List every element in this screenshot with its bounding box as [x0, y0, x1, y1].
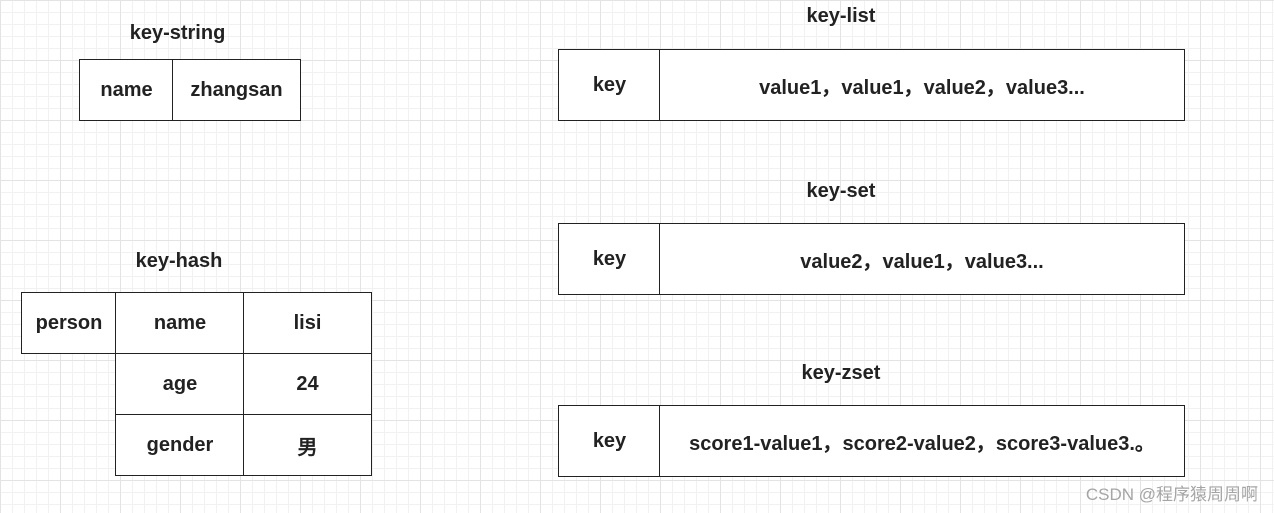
- key-hash-value-cell: lisi: [243, 292, 372, 355]
- key-list-key-cell: key: [558, 49, 661, 121]
- key-hash-field-cell: age: [115, 353, 245, 416]
- key-set-title: key-set: [806, 180, 876, 202]
- key-zset-title: key-zset: [801, 362, 881, 384]
- key-string-title: key-string: [129, 22, 226, 44]
- key-string-key-cell: name: [79, 59, 174, 121]
- key-set-value-cell: value2，value1，value3...: [659, 223, 1185, 295]
- key-string-value-cell: zhangsan: [172, 59, 301, 121]
- key-hash-value-cell: 男: [243, 414, 372, 476]
- key-hash-key-cell: person: [21, 292, 117, 354]
- key-hash-value-cell: 24: [243, 353, 372, 416]
- key-list-value-cell: value1，value1，value2，value3...: [659, 49, 1185, 121]
- key-hash-field-cell: name: [115, 292, 245, 355]
- watermark: CSDN @程序猿周周啊: [1085, 485, 1258, 504]
- key-list-title: key-list: [806, 5, 876, 27]
- key-zset-key-cell: key: [558, 405, 661, 477]
- key-hash-title: key-hash: [135, 250, 223, 272]
- key-zset-value-cell: score1-value1，score2-value2，score3-value…: [659, 405, 1185, 477]
- key-hash-field-cell: gender: [115, 414, 245, 476]
- key-set-key-cell: key: [558, 223, 661, 295]
